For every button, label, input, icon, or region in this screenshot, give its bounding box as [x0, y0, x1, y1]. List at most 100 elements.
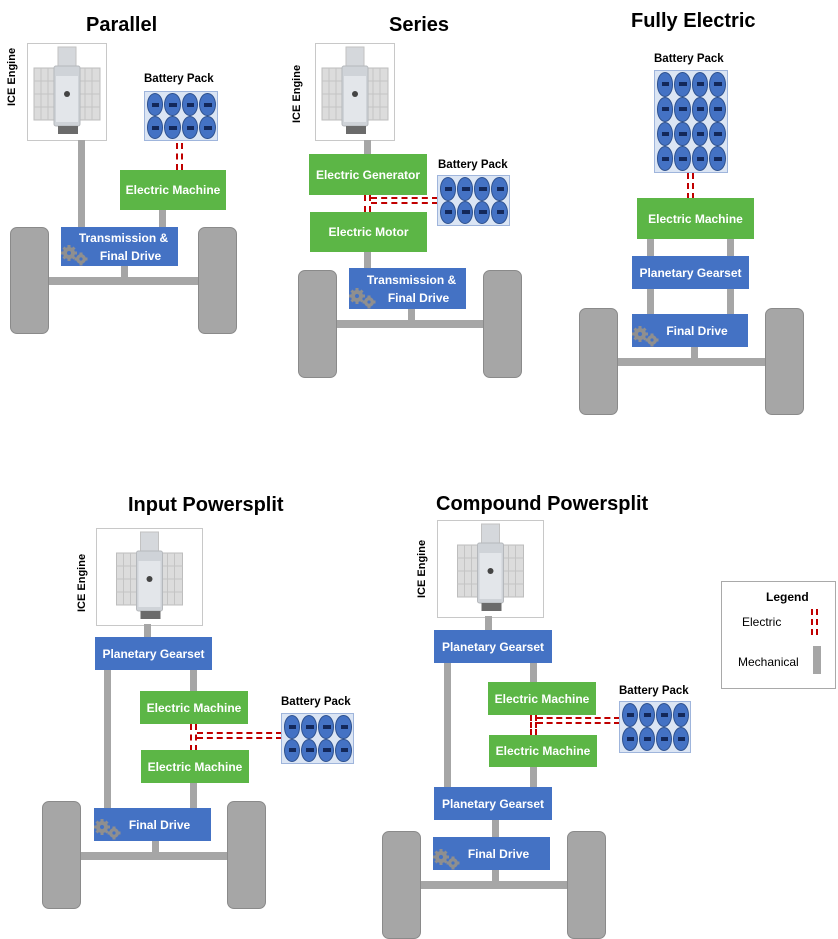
- legend-title: Legend: [766, 590, 809, 604]
- electric-machine: Electric Machine: [140, 691, 248, 724]
- electric-link: [687, 173, 694, 199]
- battery-cell: [674, 121, 691, 147]
- battery-pack: [281, 713, 354, 764]
- engine-icon: [28, 44, 106, 140]
- battery-cell: [439, 200, 456, 224]
- battery-cell: [674, 96, 691, 122]
- mechanical-link: [727, 239, 734, 256]
- battery-cell: [655, 703, 672, 727]
- mechanical-link: [121, 265, 128, 279]
- diagram-title: Parallel: [86, 14, 158, 36]
- battery-cell: [691, 96, 708, 122]
- battery-cell: [491, 177, 508, 201]
- battery-cell: [674, 72, 691, 97]
- battery-cell: [656, 121, 673, 147]
- battery-cell: [691, 146, 708, 171]
- gear-icon: [432, 848, 462, 870]
- mechanical-link: [530, 663, 537, 683]
- axle: [81, 852, 227, 860]
- planetary-gearset: Planetary Gearset: [632, 256, 749, 289]
- battery-cell: [283, 715, 300, 739]
- battery-pack: [437, 175, 510, 226]
- electric-link: [190, 724, 197, 751]
- mechanical-link: [364, 252, 371, 269]
- electric-link: [537, 717, 620, 724]
- planetary-gearset: Planetary Gearset: [95, 637, 212, 670]
- battery-cell: [709, 72, 726, 97]
- mechanical-link: [104, 670, 111, 808]
- battery-cell: [439, 177, 456, 201]
- electric-machine: Electric Machine: [488, 682, 596, 715]
- battery-cell: [300, 738, 317, 762]
- wheel-right: [567, 831, 606, 939]
- block-label-line2: Final Drive: [99, 248, 162, 263]
- mechanical-link: [492, 870, 499, 883]
- electric-generator: Electric Generator: [309, 154, 427, 195]
- battery-cell: [656, 96, 673, 122]
- wheel-right: [765, 308, 804, 415]
- battery-cell: [335, 738, 352, 762]
- battery-cell: [181, 116, 198, 139]
- mechanical-link: [691, 347, 698, 360]
- electric-link: [364, 195, 371, 212]
- mechanical-link: [647, 289, 654, 314]
- battery-cell: [656, 72, 673, 97]
- electric-link: [197, 732, 282, 739]
- battery-label: Battery Pack: [438, 159, 508, 171]
- battery-cell: [474, 200, 491, 224]
- battery-label: Battery Pack: [281, 696, 351, 708]
- wheel-left: [298, 270, 337, 378]
- mechanical-link: [159, 210, 166, 228]
- battery-cell: [672, 727, 689, 751]
- battery-label: Battery Pack: [144, 73, 214, 85]
- mechanical-link: [144, 624, 151, 638]
- electric-machine: Electric Machine: [120, 170, 226, 210]
- legend-electric-symbol: [811, 609, 818, 635]
- battery-cell: [181, 93, 198, 116]
- electric-machine: Electric Machine: [489, 735, 597, 767]
- battery-cell: [146, 116, 163, 139]
- axle: [49, 277, 198, 285]
- legend-label-mechanical: Mechanical: [738, 655, 799, 669]
- mechanical-link: [78, 140, 85, 228]
- battery-cell: [709, 146, 726, 171]
- wheel-right: [227, 801, 266, 909]
- gear-icon: [348, 287, 378, 309]
- ice-engine: [96, 528, 203, 626]
- battery-cell: [199, 116, 216, 139]
- electric-machine: Electric Machine: [637, 198, 754, 239]
- battery-pack: [619, 701, 691, 753]
- gear-icon: [631, 325, 661, 347]
- engine-icon: [438, 521, 543, 617]
- battery-cell: [691, 72, 708, 97]
- gear-icon: [93, 818, 123, 840]
- battery-label: Battery Pack: [619, 685, 689, 697]
- diagram-title: Compound Powersplit: [436, 493, 649, 515]
- wheel-right: [198, 227, 237, 334]
- mechanical-link: [364, 140, 371, 155]
- planetary-gearset: Planetary Gearset: [434, 630, 552, 663]
- battery-cell: [621, 703, 638, 727]
- wheel-left: [10, 227, 49, 334]
- electric-link: [530, 715, 537, 735]
- electric-motor: Electric Motor: [310, 212, 427, 252]
- legend-label-electric: Electric: [742, 615, 782, 629]
- battery-label: Battery Pack: [654, 53, 724, 65]
- mechanical-link: [530, 767, 537, 788]
- battery-cell: [491, 200, 508, 224]
- battery-cell: [335, 715, 352, 739]
- legend-mechanical-symbol: [813, 646, 821, 674]
- wheel-right: [483, 270, 522, 378]
- battery-pack: [144, 91, 218, 141]
- battery-cell: [456, 177, 473, 201]
- battery-cell: [621, 727, 638, 751]
- ice-engine: [27, 43, 107, 141]
- battery-cell: [164, 93, 181, 116]
- gear-icon: [60, 244, 90, 266]
- mechanical-link: [727, 289, 734, 314]
- engine-icon: [316, 44, 394, 140]
- block-label-line1: Transmission &: [78, 230, 169, 245]
- axle: [337, 320, 483, 328]
- ice-engine: [437, 520, 544, 618]
- block-label-line1: Transmission &: [366, 272, 457, 287]
